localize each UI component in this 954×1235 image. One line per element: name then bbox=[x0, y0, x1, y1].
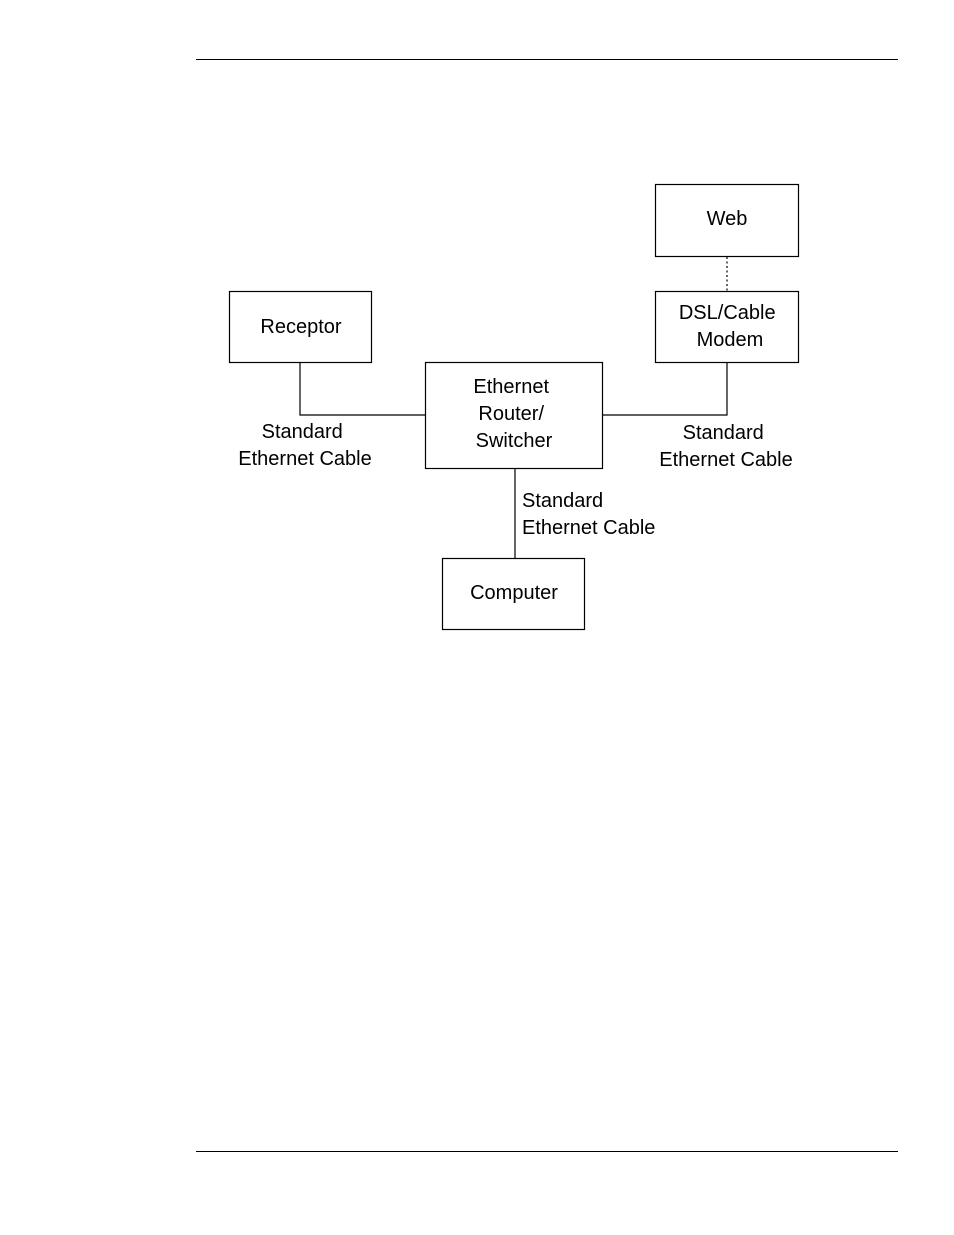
edge-router-modem-label-line-2: Ethernet Cable bbox=[659, 449, 792, 471]
node-receptor: Receptor bbox=[230, 292, 372, 363]
edge-router-modem-label: Standard Ethernet Cable bbox=[659, 422, 792, 471]
node-router: Ethernet Router/ Switcher bbox=[426, 363, 603, 469]
node-web: Web bbox=[656, 185, 799, 257]
node-modem-label-line-1: DSL/Cable bbox=[679, 302, 776, 324]
node-modem-label-line-2: Modem bbox=[697, 329, 764, 351]
edge-router-computer-label: Standard Ethernet Cable bbox=[522, 490, 655, 539]
node-router-label-line-1: Ethernet bbox=[473, 376, 549, 398]
node-web-label: Web bbox=[707, 208, 748, 230]
edge-receptor-router-label-line-1: Standard bbox=[262, 421, 343, 443]
edge-receptor-router bbox=[300, 363, 425, 415]
node-router-label: Ethernet Router/ Switcher bbox=[473, 376, 554, 452]
edge-router-computer-label-line-2: Ethernet Cable bbox=[522, 517, 655, 539]
node-receptor-label-line-1: Receptor bbox=[260, 316, 341, 338]
edge-router-modem-label-line-1: Standard bbox=[683, 422, 764, 444]
edge-receptor-router-label: Standard Ethernet Cable bbox=[238, 421, 371, 470]
node-computer-label-line-1: Computer bbox=[470, 582, 558, 604]
node-computer-label: Computer bbox=[470, 582, 558, 604]
node-modem: DSL/Cable Modem bbox=[656, 292, 799, 363]
edge-receptor-router-label-line-2: Ethernet Cable bbox=[238, 448, 371, 470]
node-receptor-label: Receptor bbox=[260, 316, 341, 338]
node-router-label-line-2: Router/ bbox=[478, 403, 544, 425]
node-web-label-line-1: Web bbox=[707, 208, 748, 230]
node-computer: Computer bbox=[443, 559, 585, 630]
node-router-label-line-3: Switcher bbox=[476, 430, 553, 452]
edge-router-computer-label-line-1: Standard bbox=[522, 490, 603, 512]
edge-router-modem bbox=[603, 363, 727, 415]
